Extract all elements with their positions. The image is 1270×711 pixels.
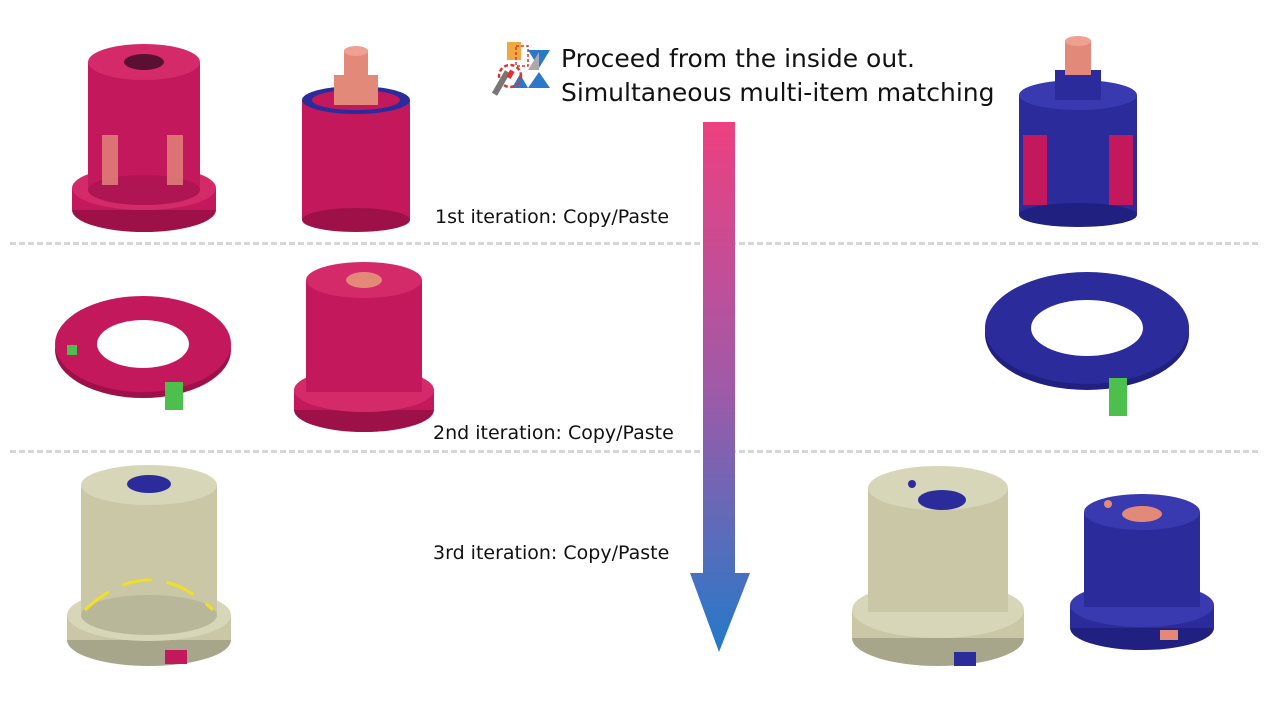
source-ring-mesh [55,296,231,410]
progress-arrow [690,122,750,652]
iteration-label-2: 2nd iteration: Copy/Paste [433,422,674,444]
source-housing-mesh-2 [294,262,434,432]
divider-1 [10,242,1258,245]
target-housing-assembly-mesh [1070,494,1214,650]
target-ring-mesh [985,272,1189,416]
source-base-mesh [67,465,231,666]
mesh-matching-icon [491,42,550,96]
source-housing-mesh [72,44,216,232]
divider-2 [10,450,1258,453]
iteration-label-3: 3rd iteration: Copy/Paste [433,542,670,564]
target-base-mesh [852,466,1024,666]
iteration-label-1: 1st iteration: Copy/Paste [435,206,670,228]
source-inner-assembly-mesh [302,46,410,232]
header-line-1: Proceed from the inside out. [561,44,915,73]
target-inner-assembly-mesh [1019,36,1137,227]
header-line-2: Simultaneous multi-item matching [561,78,995,107]
